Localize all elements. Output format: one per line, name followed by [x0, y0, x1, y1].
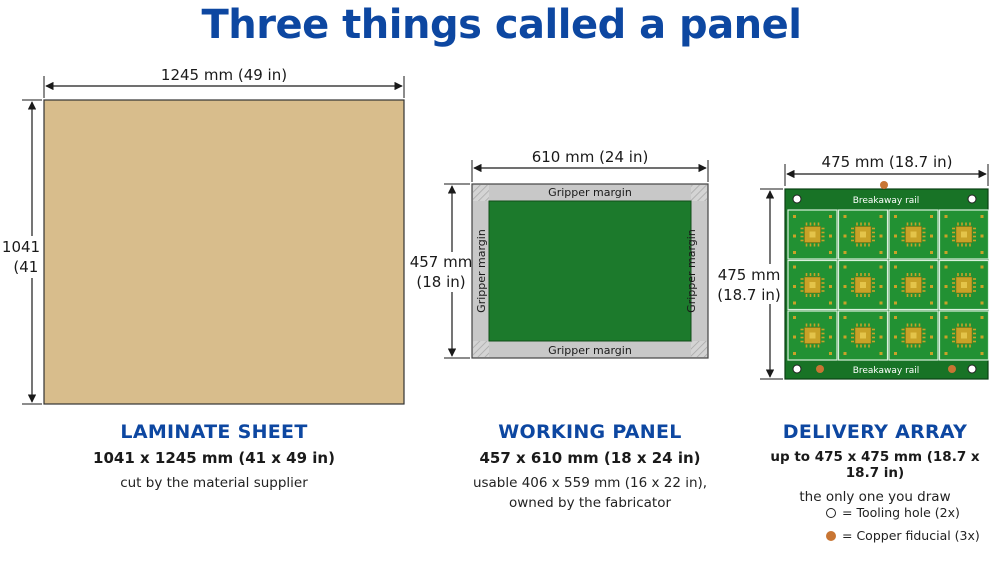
pcb-board	[837, 209, 889, 260]
delivery-height-label-2: (18.7 in)	[717, 286, 781, 304]
copper-fiducial-icon	[826, 531, 836, 541]
pcb-board	[888, 310, 939, 361]
laminate-size: 1041 x 1245 mm (41 x 49 in)	[93, 449, 335, 467]
gripper-label-right: Gripper margin	[685, 229, 698, 313]
tooling-hole	[967, 194, 977, 204]
legend-fiducial-text: = Copper fiducial (3x)	[842, 528, 980, 543]
tooling-hole	[792, 364, 802, 374]
working-width-label: 610 mm (24 in)	[532, 148, 649, 166]
working-height-label-1: 457 mm	[410, 253, 473, 271]
working-desc-line-1: usable 406 x 559 mm (16 x 22 in),	[472, 475, 708, 491]
pcb-board	[787, 310, 838, 361]
tooling-hole	[967, 364, 977, 374]
pcb-board	[837, 259, 889, 311]
working-desc-line-2: owned by the fabricator	[508, 495, 671, 511]
laminate-sheet	[43, 99, 405, 405]
delivery-heading: DELIVERY ARRAY	[782, 421, 968, 443]
pcb-board	[888, 259, 939, 311]
laminate-heading: LAMINATE SHEET	[120, 421, 308, 443]
laminate-desc: cut by the material supplier	[120, 475, 308, 491]
working-panel-group: 610 mm (24 in) 457 mm (18 in) Gripper ma…	[410, 148, 709, 359]
pcb-board	[938, 209, 990, 260]
delivery-width-label: 475 mm (18.7 in)	[822, 153, 953, 171]
tooling-hole-icon	[826, 508, 836, 518]
delivery-size: up to 475 x 475 mm (18.7 x 18.7 in)	[770, 449, 980, 481]
laminate-sheet-group: 1245 mm (49 in) 1041 mm (41 in)	[2, 66, 405, 405]
working-height-label-2: (18 in)	[416, 273, 465, 291]
laminate-caption: LAMINATE SHEET 1041 x 1245 mm (41 x 49 i…	[14, 421, 414, 493]
legend-tooling-text: = Tooling hole (2x)	[842, 505, 960, 520]
delivery-array-group: 475 mm (18.7 in) 475 mm (18.7 in) Breaka…	[717, 153, 990, 380]
copper-fiducial	[816, 365, 824, 373]
delivery-height-label-1: 475 mm	[718, 266, 781, 284]
tooling-hole	[792, 194, 802, 204]
working-heading: WORKING PANEL	[498, 421, 682, 443]
rail-label-bottom: Breakaway rail	[853, 366, 920, 376]
pcb-board	[938, 259, 990, 311]
pcb-board	[787, 209, 838, 260]
delivery-desc: the only one you draw	[799, 489, 951, 505]
laminate-width-label: 1245 mm (49 in)	[161, 66, 287, 84]
working-caption: WORKING PANEL 457 x 610 mm (18 x 24 in) …	[420, 421, 760, 513]
pcb-board	[837, 310, 889, 361]
usable-area	[488, 200, 692, 342]
copper-fiducial	[948, 365, 956, 373]
board-grid	[787, 209, 990, 361]
legend-tooling-hole: = Tooling hole (2x)	[826, 505, 960, 520]
gripper-label-left: Gripper margin	[475, 229, 488, 313]
gripper-label-bottom: Gripper margin	[548, 344, 632, 357]
rail-label-top: Breakaway rail	[853, 196, 920, 206]
delivery-caption: DELIVERY ARRAY up to 475 x 475 mm (18.7 …	[752, 421, 998, 507]
legend-copper-fiducial: = Copper fiducial (3x)	[826, 528, 980, 543]
gripper-label-top: Gripper margin	[548, 186, 632, 199]
pcb-board	[787, 259, 838, 311]
pcb-board	[888, 209, 939, 260]
copper-fiducial	[880, 181, 888, 189]
page-title: Three things called a panel	[201, 2, 803, 48]
working-size: 457 x 610 mm (18 x 24 in)	[479, 449, 701, 467]
working-desc: usable 406 x 559 mm (16 x 22 in), owned …	[420, 473, 760, 513]
pcb-board	[938, 310, 990, 361]
